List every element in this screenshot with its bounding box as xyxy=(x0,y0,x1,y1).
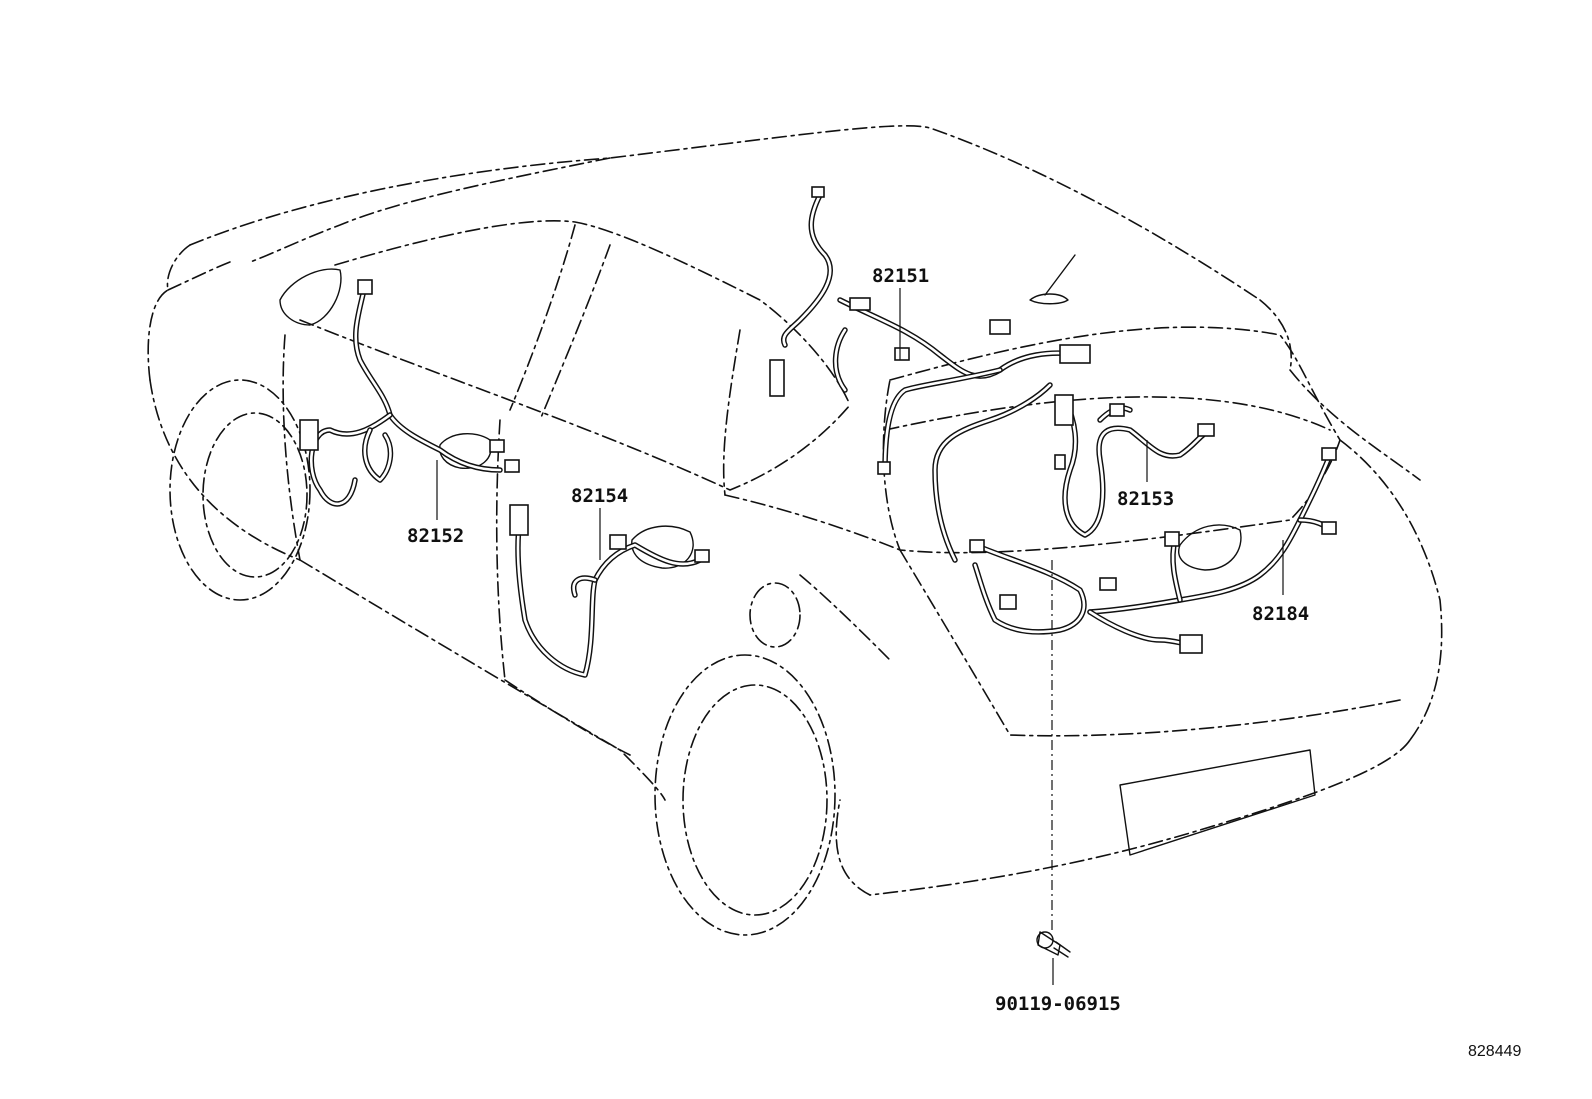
car-body-outline xyxy=(147,125,1443,936)
part-label-82151: 82151 xyxy=(872,265,929,287)
harness-82154-rear-door xyxy=(509,504,710,678)
harness-82153-hatch xyxy=(932,382,1215,563)
part-label-82154: 82154 xyxy=(571,485,628,507)
part-label-82184: 82184 xyxy=(1252,603,1309,625)
part-label-82153: 82153 xyxy=(1117,488,1174,510)
bolt-90119-06915 xyxy=(1036,931,1071,958)
harness-82184-rear-lower xyxy=(969,447,1337,654)
harness-82151-roof xyxy=(769,186,1091,475)
part-label-90119-06915: 90119-06915 xyxy=(995,993,1121,1015)
part-label-82152: 82152 xyxy=(407,525,464,547)
harness-82152-front-door xyxy=(299,279,520,507)
diagram-reference-number: 828449 xyxy=(1468,1043,1521,1060)
leader-lines xyxy=(436,288,1284,985)
